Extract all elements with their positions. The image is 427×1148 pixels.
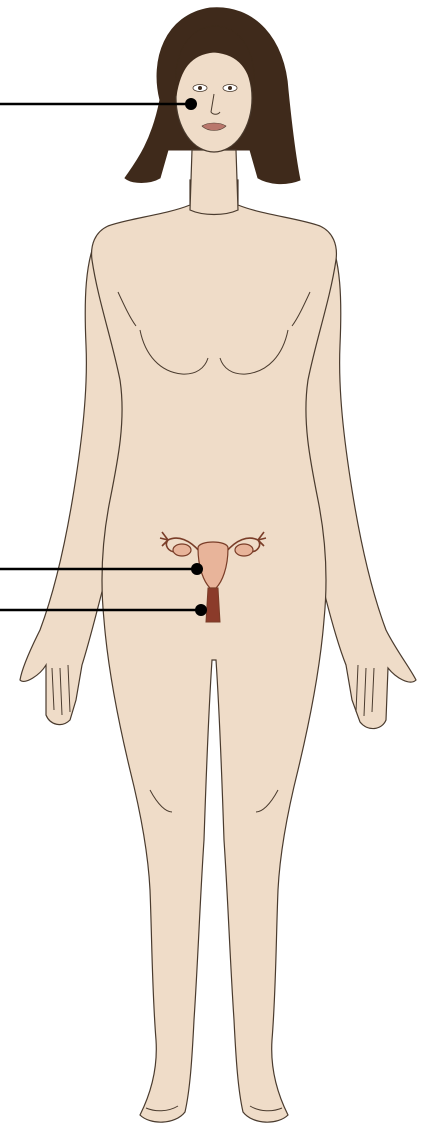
left-pupil <box>198 86 202 90</box>
vagina <box>206 588 220 622</box>
face-marker <box>185 98 197 110</box>
right-pupil <box>228 86 232 90</box>
torso-legs <box>92 180 337 1122</box>
neck <box>190 150 238 215</box>
body <box>20 150 416 1122</box>
left-ovary <box>173 544 191 556</box>
vagina-marker <box>195 604 207 616</box>
right-ovary <box>235 544 253 556</box>
uterus-marker <box>191 563 203 575</box>
head <box>175 26 254 152</box>
